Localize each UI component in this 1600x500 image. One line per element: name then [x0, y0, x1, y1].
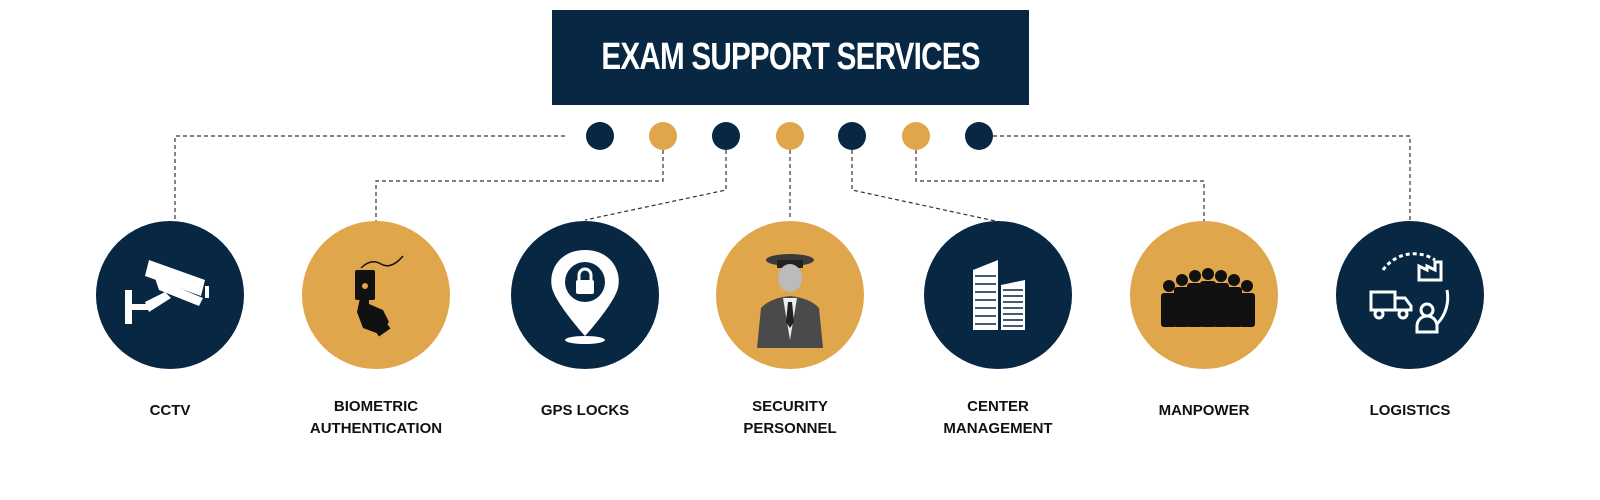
service-circle [1130, 221, 1278, 369]
security-guard-icon [757, 254, 823, 348]
service-label: CENTER MANAGEMENT [898, 396, 1098, 440]
service-label-line: SECURITY [752, 398, 828, 415]
service-circle [96, 221, 244, 369]
service-circle [1336, 221, 1484, 369]
service-label: MANPOWER [1104, 400, 1304, 422]
service-label-line: LOGISTICS [1369, 402, 1451, 419]
service-label: BIOMETRIC AUTHENTICATION [276, 396, 476, 440]
service-label-line: GPS LOCKS [540, 402, 630, 419]
service-label: GPS LOCKS [485, 400, 685, 422]
service-label-line: BIOMETRIC [333, 398, 419, 415]
service-label: LOGISTICS [1310, 400, 1510, 422]
connector-dot [586, 122, 614, 150]
service-label-line: AUTHENTICATION [309, 420, 443, 437]
cctv-camera-icon [125, 260, 209, 324]
connector-center [851, 150, 1001, 223]
buildings-icon [973, 260, 1025, 330]
service-label-line: MANPOWER [1158, 402, 1250, 419]
connector-dot [776, 122, 804, 150]
connector-logistics [993, 135, 1411, 222]
connector-biometric [375, 150, 664, 222]
location-lock-icon [551, 250, 619, 344]
connector-gps [584, 150, 727, 221]
service-label: CCTV [70, 400, 270, 422]
connector-dot [838, 122, 866, 150]
service-label-line: CENTER [967, 398, 1029, 415]
service-circle [924, 221, 1072, 369]
service-circle [716, 221, 864, 369]
connector-dot [649, 122, 677, 150]
fingerprint-scanner-icon [355, 255, 404, 337]
service-circle [511, 221, 659, 369]
service-circle [302, 221, 450, 369]
page-title: EXAM SUPPORT SERVICES [601, 36, 980, 78]
logistics-truck-icon [1369, 252, 1450, 334]
service-label: SECURITY PERSONNEL [690, 396, 890, 440]
connector-dot [965, 122, 993, 150]
connector-dot [902, 122, 930, 150]
service-label-line: CCTV [149, 402, 191, 419]
connector-manpower [915, 150, 1205, 222]
group-people-icon [1161, 268, 1255, 327]
connector-dot [712, 122, 740, 150]
title-banner: EXAM SUPPORT SERVICES [552, 10, 1029, 105]
service-label-line: MANAGEMENT [943, 420, 1053, 437]
service-label-line: PERSONNEL [743, 420, 837, 437]
connector-cctv [174, 135, 565, 222]
